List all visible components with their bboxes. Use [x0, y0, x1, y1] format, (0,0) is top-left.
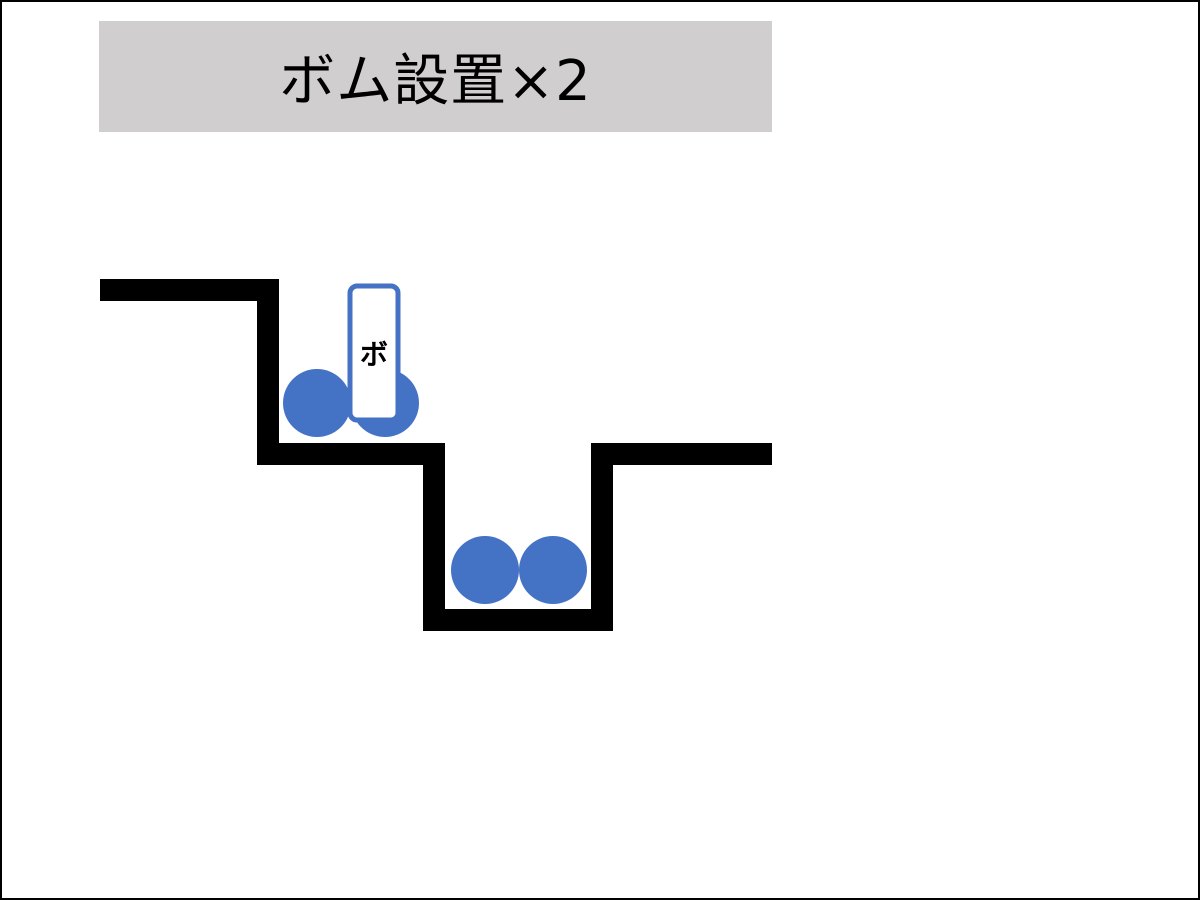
lower-ball-2: [519, 536, 587, 604]
bomb-block: [347, 283, 401, 423]
ground-outline: [100, 279, 772, 631]
slide-title: ボム設置×2: [279, 49, 592, 114]
bomb-label: ボ: [360, 338, 388, 371]
title-banner: ボム設置×2: [99, 21, 772, 132]
upper-ball-1: [283, 369, 351, 437]
lower-ball-1: [451, 536, 519, 604]
